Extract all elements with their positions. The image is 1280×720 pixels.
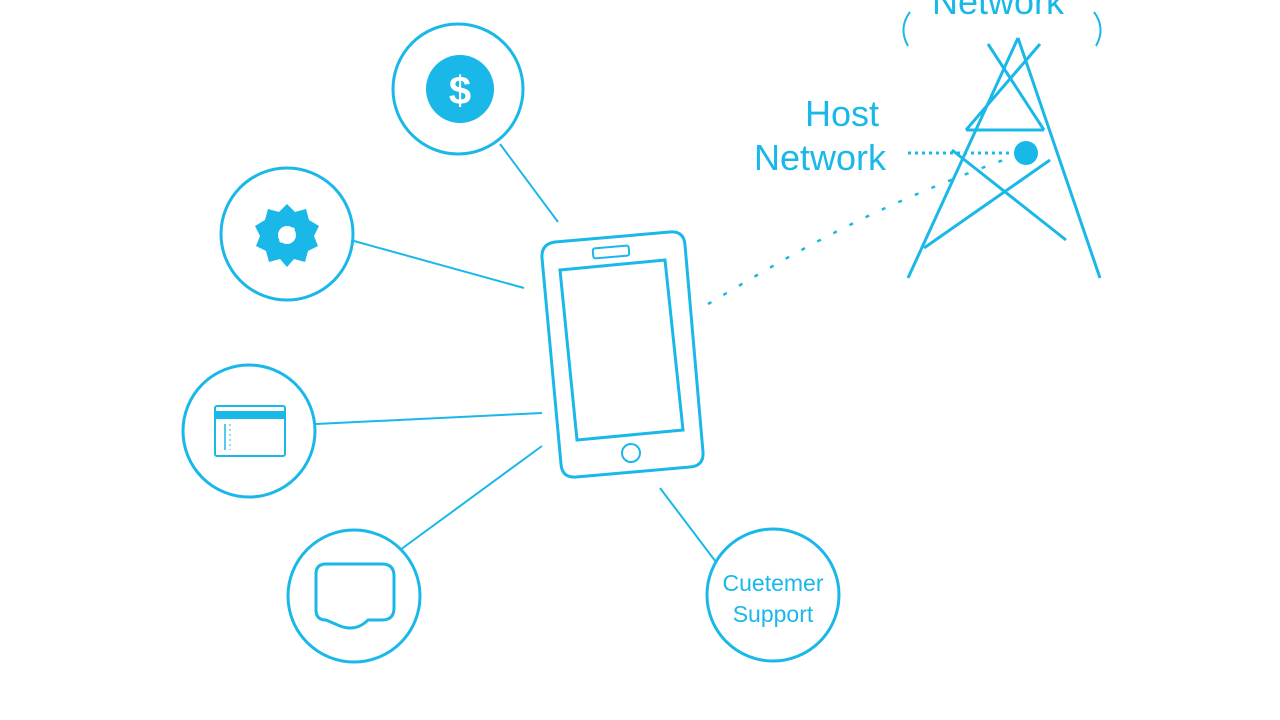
signal-dashed-line [707, 150, 1027, 306]
tower-node-dot [1014, 141, 1038, 165]
chat-bubble-icon [314, 562, 396, 630]
host-network-line2: Network [754, 137, 887, 178]
payment-node[interactable]: $ [391, 22, 525, 156]
settings-node[interactable] [219, 166, 355, 302]
connectors [315, 143, 717, 563]
host-network-line1: Host [805, 93, 879, 134]
connector-payment [499, 143, 559, 223]
connector-billing [315, 412, 543, 425]
gear-icon [255, 204, 319, 267]
customer-support-node[interactable]: Cuetemer Support [705, 527, 841, 663]
smartphone-icon[interactable] [540, 230, 705, 479]
customer-support-label-line2: Support [733, 601, 814, 627]
tower-title: Network [932, 0, 1065, 22]
connector-settings [353, 240, 525, 289]
svg-text:$: $ [449, 69, 471, 113]
billing-node[interactable] [181, 363, 317, 499]
connector-support [659, 487, 717, 563]
messages-node[interactable] [286, 528, 422, 664]
host-network-label: Host Network [754, 93, 887, 178]
cell-tower-icon [902, 11, 1102, 279]
connector-messages [399, 445, 543, 551]
card-icon [214, 405, 286, 457]
customer-support-label-line1: Cuetemer [723, 570, 824, 596]
dollar-icon: $ [426, 55, 494, 123]
